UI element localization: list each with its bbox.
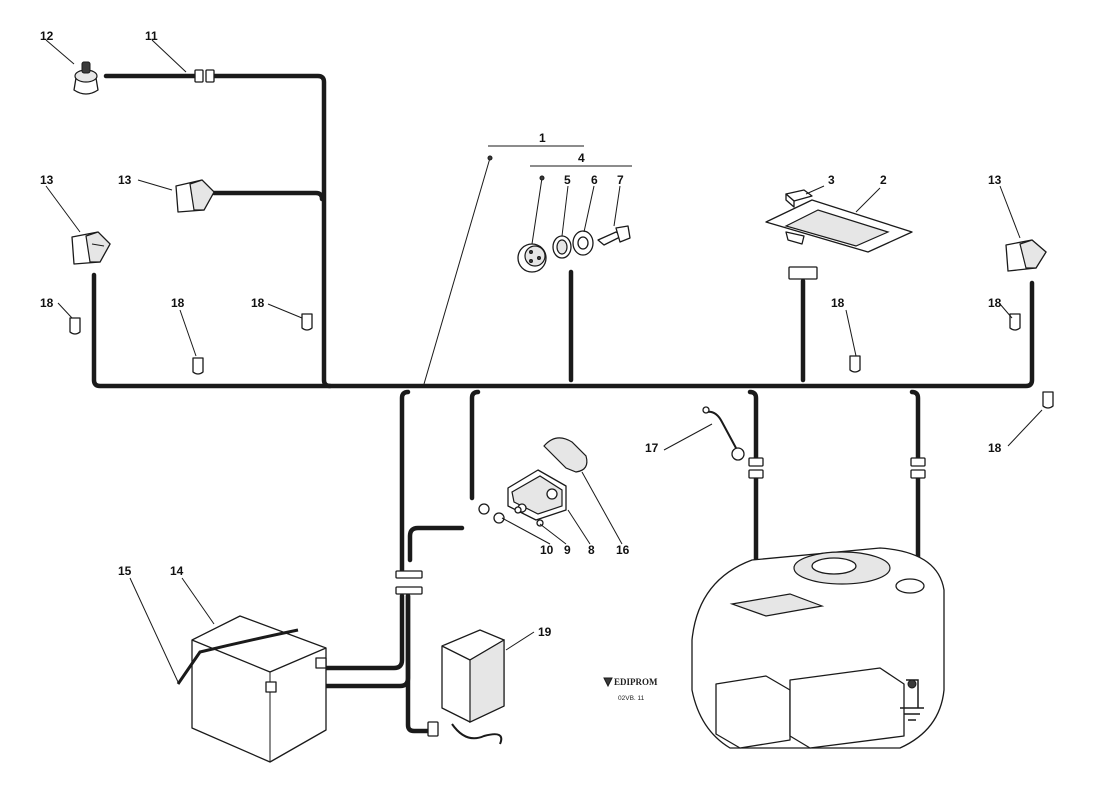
part-3-fuse — [785, 189, 813, 208]
ediprom-logo: EDIPROM 02VB. 11 — [603, 677, 658, 702]
callout-16: 16 — [616, 543, 630, 557]
engine — [691, 547, 945, 749]
part-12-sensor — [73, 61, 99, 95]
callout-18-c: 18 — [251, 296, 265, 310]
part-8-solenoid — [507, 469, 567, 521]
callout-18-d: 18 — [831, 296, 845, 310]
callout-12: 12 — [40, 29, 54, 43]
leader-dots — [487, 155, 545, 181]
callout-15: 15 — [118, 564, 132, 578]
callout-18-f: 18 — [988, 441, 1002, 455]
callout-18-b: 18 — [171, 296, 185, 310]
callout-6: 6 — [591, 173, 598, 187]
part-4-ignition-switch — [517, 225, 631, 273]
callout-13-right: 13 — [988, 173, 1002, 187]
callout-18-a: 18 — [40, 296, 54, 310]
part-15-battery-strap — [176, 628, 299, 685]
part-9-10-nuts — [478, 503, 544, 527]
callout-2: 2 — [880, 173, 887, 187]
callout-5: 5 — [564, 173, 571, 187]
callout-10: 10 — [540, 543, 554, 557]
part-2-circuit-board — [765, 199, 913, 253]
callout-14: 14 — [170, 564, 184, 578]
callout-11: 11 — [145, 29, 158, 43]
callout-8: 8 — [588, 543, 595, 557]
part-14-battery — [191, 615, 327, 763]
part-13-switch-left — [71, 231, 111, 265]
part-17-ground-strap — [702, 406, 745, 461]
callout-19: 19 — [538, 625, 552, 639]
part-13-switch-right — [1005, 239, 1047, 272]
part-16-boot — [543, 437, 588, 473]
logo-name: EDIPROM — [614, 677, 658, 687]
callout-13-middle: 13 — [118, 173, 132, 187]
callout-3: 3 — [828, 173, 835, 187]
callout-18-e: 18 — [988, 296, 1002, 310]
part-18-clips — [69, 313, 1054, 409]
logo-code: 02VB. 11 — [618, 695, 645, 702]
part-19-charger — [441, 629, 505, 745]
wire-harness — [91, 73, 1035, 734]
callout-17: 17 — [645, 441, 659, 455]
callout-labels: 12 11 13 13 13 18 18 18 18 18 18 1 4 5 6… — [40, 29, 1002, 639]
part-13-switch-middle — [175, 179, 215, 213]
callout-9: 9 — [564, 543, 571, 557]
callout-7: 7 — [617, 173, 624, 187]
leader-lines — [45, 39, 1043, 683]
harness-connectors — [194, 69, 926, 737]
callout-13-left: 13 — [40, 173, 54, 187]
callout-1: 1 — [539, 131, 546, 145]
callout-4: 4 — [578, 151, 585, 165]
